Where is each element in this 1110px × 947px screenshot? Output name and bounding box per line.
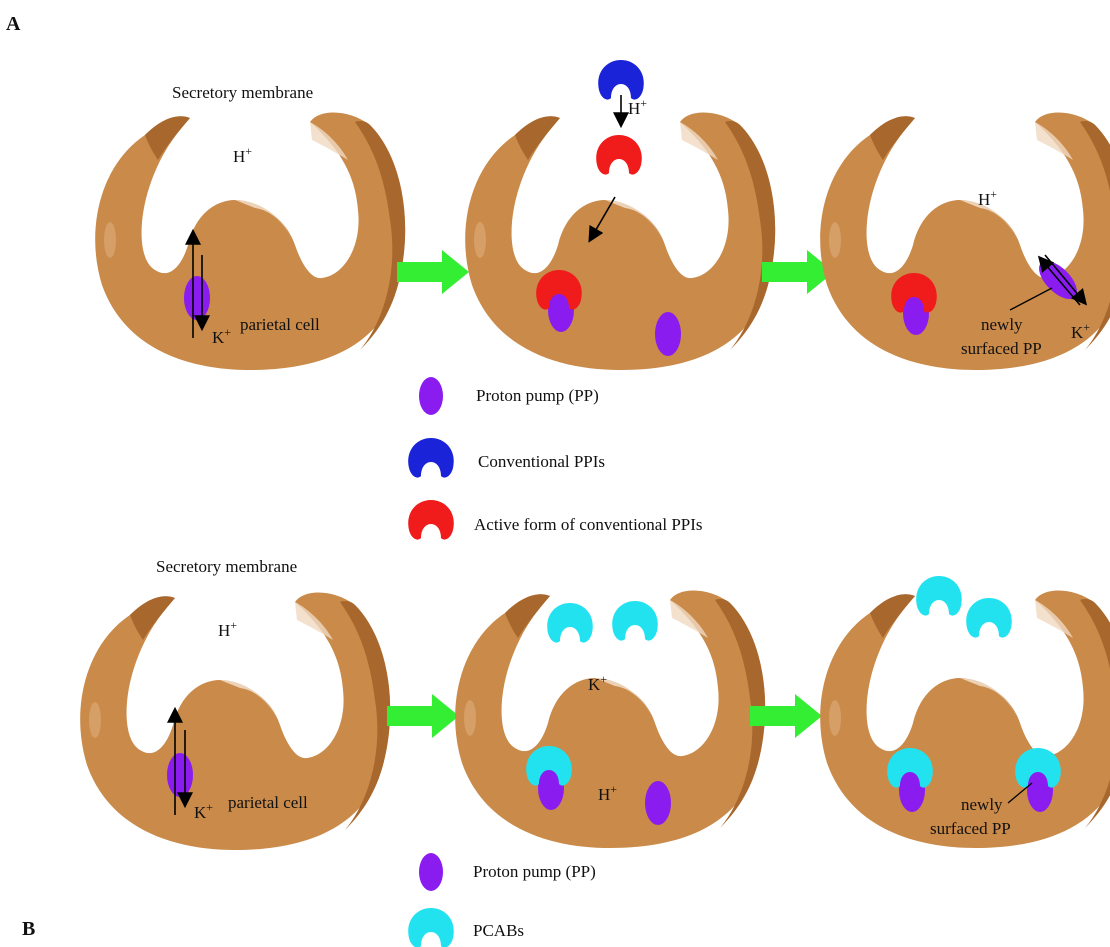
green-arrow-b1 <box>387 694 459 738</box>
pcab-b2-right <box>612 601 658 641</box>
proton-pump-b2-bound <box>538 766 564 810</box>
proton-pump-a2-free <box>655 312 681 356</box>
h-ion-b1: H+ <box>218 618 237 640</box>
k-ion-b2: K+ <box>588 672 607 694</box>
h-ion-b2: H+ <box>598 782 617 804</box>
newly-label-b: newly <box>961 795 1003 814</box>
surfaced-pp-label-a: surfaced PP <box>961 339 1042 358</box>
legend-label-active-ppi: Active form of conventional PPIs <box>474 515 703 534</box>
proton-pump-a1 <box>184 276 210 320</box>
proton-pump-b1 <box>167 753 193 797</box>
legend-label-pcab: PCABs <box>473 921 524 940</box>
parietal-cell-label-b: parietal cell <box>228 793 308 812</box>
legend-conventional-ppi-icon <box>408 438 454 478</box>
parietal-cell-a3 <box>820 112 1110 370</box>
legend-label-conventional-ppi: Conventional PPIs <box>478 452 605 471</box>
h-ion-a3: H+ <box>978 187 997 209</box>
k-ion-b1: K+ <box>194 800 213 822</box>
green-arrow-a1 <box>397 250 469 294</box>
legend-label-proton-pump-b: Proton pump (PP) <box>473 862 596 881</box>
legend-label-proton-pump-a: Proton pump (PP) <box>476 386 599 405</box>
leader-line-b3 <box>1007 782 1033 804</box>
legend-proton-pump-icon-a <box>419 377 443 415</box>
legend-a: Proton pump (PP) Conventional PPIs Activ… <box>408 377 703 540</box>
pcab-b3-right <box>966 598 1012 638</box>
leader-line-a3 <box>1009 287 1053 311</box>
flux-arrow-down-a3 <box>1044 254 1088 306</box>
legend-proton-pump-icon-b <box>419 853 443 891</box>
surfaced-pp-label-b: surfaced PP <box>930 819 1011 838</box>
secretory-membrane-label-b: Secretory membrane <box>156 557 297 576</box>
pcab-b2-left <box>547 603 593 643</box>
secretory-membrane-label-a: Secretory membrane <box>172 83 313 102</box>
panel-label-b: B <box>22 918 35 940</box>
proton-pump-b2-free <box>645 781 671 825</box>
h-ion-a2: H+ <box>628 96 647 118</box>
pcab-b3-top <box>916 576 962 616</box>
binding-arrow-a2 <box>588 196 616 243</box>
legend-pcab-icon <box>408 908 454 947</box>
legend-b: Proton pump (PP) PCABs <box>408 853 596 947</box>
parietal-cell-label-a: parietal cell <box>240 315 320 334</box>
newly-label-a: newly <box>981 315 1023 334</box>
panel-label-a: A <box>6 13 21 35</box>
k-ion-a3: K+ <box>1071 320 1090 342</box>
newly-surfaced-pump-b3 <box>1027 768 1053 812</box>
active-ppi-a2 <box>596 135 642 175</box>
proton-pump-b3-left <box>899 768 925 812</box>
h-ion-a1: H+ <box>233 144 252 166</box>
k-ion-a1: K+ <box>212 325 231 347</box>
legend-active-ppi-icon <box>408 500 454 540</box>
conventional-ppi-a2 <box>598 60 644 100</box>
parietal-cell-b2 <box>455 590 766 848</box>
